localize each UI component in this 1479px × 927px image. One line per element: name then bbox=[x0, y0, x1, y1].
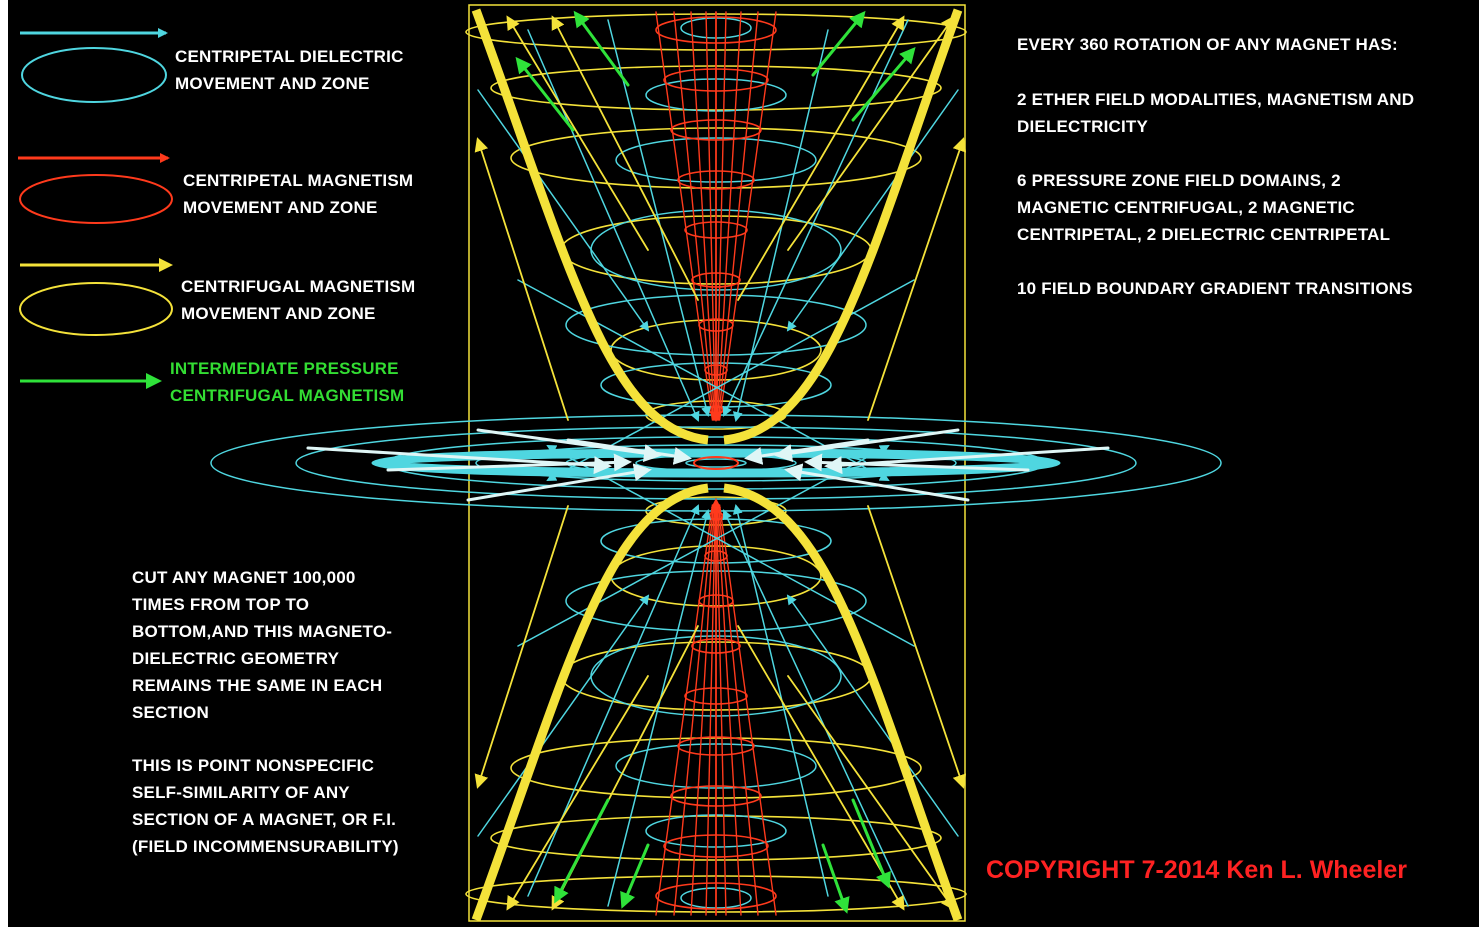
legend-dielectric-icons bbox=[20, 28, 168, 103]
green-intermediate-arrow-top bbox=[811, 10, 866, 77]
yellow-field-arrow-bottom bbox=[506, 675, 649, 911]
green-intermediate-arrow-bottom bbox=[851, 798, 891, 889]
legend-label-centripetal-magnetism: CENTRIPETAL MAGNETISM MOVEMENT AND ZONE bbox=[183, 171, 414, 217]
cyan-field-arrow-bottom bbox=[786, 594, 959, 837]
cyan-field-arrow-bottom bbox=[607, 509, 711, 907]
green-intermediate-arrow-bottom bbox=[821, 843, 850, 914]
cyan-field-arrow-bottom bbox=[517, 445, 890, 647]
red-cone-line-top bbox=[690, 11, 716, 421]
disc-inflow-arrow bbox=[466, 463, 652, 502]
info-point-domains: 6 PRESSURE ZONE FIELD DOMAINS, 2 MAGNETI… bbox=[1017, 171, 1391, 244]
info-heading: EVERY 360 ROTATION OF ANY MAGNET HAS: bbox=[1017, 35, 1398, 54]
cyan-field-arrow-bottom bbox=[722, 509, 909, 907]
red-cone-line-top bbox=[715, 11, 727, 421]
cyan-field-arrow-bottom bbox=[477, 594, 650, 837]
red-cone-line-bottom bbox=[718, 504, 777, 916]
note-self-similarity: THIS IS POINT NONSPECIFIC SELF-SIMILARIT… bbox=[132, 756, 399, 856]
yellow-field-arrow-bottom bbox=[867, 505, 967, 789]
disc-ellipse bbox=[475, 444, 957, 482]
green-intermediate-arrow-top bbox=[573, 10, 630, 87]
red-cone-line-top bbox=[717, 11, 759, 421]
cyan-field-arrow-bottom bbox=[546, 445, 915, 647]
green-intermediate-arrow-top bbox=[515, 56, 575, 132]
red-cone-line-top bbox=[718, 11, 777, 421]
legend-label-intermediate-pressure: INTERMEDIATE PRESSURE CENTRIFUGAL MAGNET… bbox=[170, 359, 405, 405]
disc-inflow-arrow bbox=[386, 453, 632, 472]
yellow-field-arrow-top bbox=[737, 15, 905, 301]
info-point-transitions: 10 FIELD BOUNDARY GRADIENT TRANSITIONS bbox=[1017, 279, 1413, 298]
legend-magnetism-centrifugal-icons bbox=[19, 258, 173, 336]
yellow-thick-curve-top-left bbox=[471, 8, 709, 445]
yellow-thick-curve-bottom-right bbox=[723, 483, 963, 922]
center-point-ring bbox=[693, 456, 739, 470]
red-cone-line-bottom bbox=[673, 504, 715, 916]
copyright-text: COPYRIGHT 7-2014 Ken L. Wheeler bbox=[986, 856, 1407, 884]
cyan-field-arrow-top bbox=[722, 19, 909, 417]
yellow-thick-curve-top-right bbox=[723, 8, 963, 445]
disc-core-band bbox=[371, 448, 1061, 478]
cyan-field-arrow-top bbox=[607, 19, 711, 417]
field-geometry bbox=[210, 4, 1222, 922]
yellow-field-arrow-top bbox=[867, 137, 967, 421]
red-cone-line-top bbox=[673, 11, 715, 421]
red-cone-line-top bbox=[655, 11, 714, 421]
legend-label-dielectric: CENTRIPETAL DIELECTRIC MOVEMENT AND ZONE bbox=[175, 47, 404, 93]
red-cone-line-bottom bbox=[705, 504, 717, 916]
legend-label-centrifugal-magnetism: CENTRIFUGAL MAGNETISM MOVEMENT AND ZONE bbox=[181, 277, 416, 323]
red-cone-line-top bbox=[716, 11, 742, 421]
red-cone-line-bottom bbox=[717, 504, 759, 916]
yellow-field-arrow-top bbox=[787, 15, 955, 251]
cyan-field-arrow-top bbox=[527, 29, 700, 422]
red-cone-line-top bbox=[705, 11, 717, 421]
yellow-field-arrow-bottom bbox=[737, 625, 905, 911]
green-intermediate-arrow-top bbox=[851, 46, 916, 122]
cyan-field-arrow-top bbox=[477, 89, 650, 332]
note-cut-magnet: CUT ANY MAGNET 100,000 TIMES FROM TOP TO… bbox=[132, 568, 393, 722]
disc-ellipse bbox=[295, 426, 1137, 500]
red-cone-line-bottom bbox=[716, 504, 742, 916]
yellow-thick-curve-bottom-left bbox=[471, 483, 709, 922]
yellow-field-arrow-bottom bbox=[787, 675, 955, 911]
disc-inflow-arrow bbox=[476, 428, 662, 462]
red-cone-line-bottom bbox=[690, 504, 716, 916]
diagram-canvas: CENTRIPETAL DIELECTRIC MOVEMENT AND ZONE… bbox=[8, 0, 1479, 927]
yellow-field-arrow-top bbox=[506, 15, 649, 251]
disc-inflow-arrow bbox=[566, 438, 692, 465]
cyan-field-arrow-bottom bbox=[527, 504, 700, 897]
disc-inflow-arrow bbox=[774, 428, 960, 462]
disc-inflow-arrow bbox=[744, 438, 870, 465]
yellow-field-arrow-top bbox=[551, 15, 699, 301]
cyan-field-arrow-top bbox=[786, 89, 959, 332]
red-cone-line-bottom bbox=[655, 504, 714, 916]
disc-inflow-arrow bbox=[784, 463, 970, 502]
legend-magnetism-centripetal-icons bbox=[18, 153, 173, 224]
yellow-field-arrow-top bbox=[474, 137, 569, 421]
info-point-modalities: 2 ETHER FIELD MODALITIES, MAGNETISM AND … bbox=[1017, 90, 1415, 136]
bounding-box bbox=[468, 4, 966, 922]
yellow-field-arrow-bottom bbox=[474, 505, 569, 789]
disc-inflow-arrow bbox=[804, 453, 1030, 472]
magnet-field-diagram bbox=[18, 4, 1222, 922]
red-cone-line-bottom bbox=[715, 504, 727, 916]
green-intermediate-arrow-bottom bbox=[554, 798, 610, 904]
green-intermediate-arrow-bottom bbox=[620, 843, 650, 909]
